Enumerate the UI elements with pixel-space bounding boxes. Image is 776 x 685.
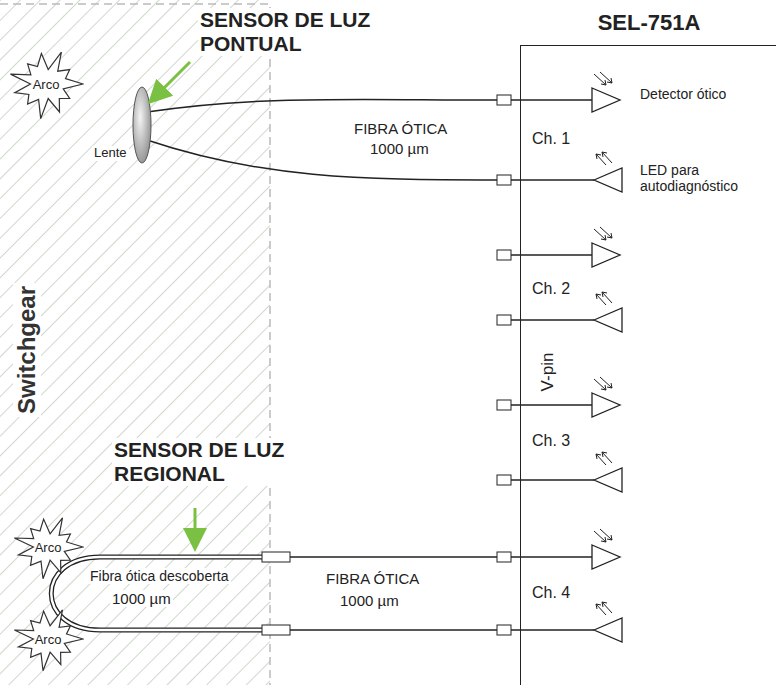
switchgear-border: [0, 4, 270, 685]
lens: [133, 87, 151, 163]
light-arrows: [594, 72, 612, 85]
dimension: 1000 µm: [110, 590, 173, 607]
wire: [511, 629, 594, 631]
fiber-label: Fibra ótica descoberta: [88, 568, 231, 584]
arc-flash: Arco: [8, 48, 84, 120]
arc-label: Arco: [35, 540, 62, 555]
arc-outline: [14, 610, 83, 671]
light-arrows: [594, 227, 612, 240]
arc-label: Arco: [35, 632, 62, 647]
part-name: LED para autodiagnóstico: [640, 162, 770, 194]
wire: [511, 254, 592, 256]
wire: [511, 99, 592, 101]
wire: [511, 319, 594, 321]
wire: [511, 479, 594, 481]
port: [497, 95, 511, 105]
optical-ports: [497, 72, 622, 642]
arc-flash: Arco: [12, 514, 84, 580]
arc-label: Arco: [33, 77, 60, 92]
port: [497, 250, 511, 260]
channel-name: Ch. 1: [532, 130, 570, 148]
wire: [511, 556, 592, 558]
port: [497, 625, 511, 635]
led-symbol: [594, 468, 622, 492]
port: [497, 315, 511, 325]
region-label: Switchgear: [13, 283, 41, 417]
fiber-label: FIBRA ÓTICA: [352, 120, 449, 137]
channel-name: Ch. 3: [532, 432, 570, 450]
light-arrows: [596, 292, 612, 305]
wire: [511, 404, 592, 406]
pin-name: V-pin: [538, 353, 558, 392]
light-arrows: [596, 602, 612, 615]
light-arrows: [594, 377, 612, 390]
fiber-splice: [262, 552, 290, 562]
fiber: [147, 99, 497, 112]
fiber: [290, 557, 497, 630]
photodetector-symbol: [592, 88, 620, 112]
photodetector-symbol: [592, 243, 620, 267]
pointer-arrow: [152, 62, 190, 100]
callout-title: SENSOR DE LUZ REGIONAL: [112, 438, 346, 486]
fiber: [147, 140, 497, 180]
arc-flash: Arco: [12, 606, 84, 672]
pointer-arrow: [194, 508, 197, 546]
port: [497, 552, 511, 562]
light-arrows: [596, 452, 612, 465]
wire: [511, 179, 594, 181]
bare-fiber: [51, 557, 262, 630]
photodetector-symbol: [592, 393, 620, 417]
arc-outline: [11, 52, 84, 118]
led-symbol: [594, 618, 622, 642]
device-title: SEL-751A: [598, 10, 701, 36]
arc-outline: [14, 518, 83, 579]
channel-name: Ch. 2: [532, 280, 570, 298]
part-name: Lente: [92, 146, 129, 161]
dimension: 1000 µm: [338, 592, 401, 609]
port: [497, 400, 511, 410]
port: [497, 475, 511, 485]
part-name: Detector ótico: [640, 86, 750, 102]
photodetector-symbol: [592, 545, 620, 569]
led-symbol: [594, 308, 622, 332]
light-arrows: [596, 152, 612, 165]
channel-name: Ch. 4: [532, 584, 570, 602]
callout-title: SENSOR DE LUZ PONTUAL: [198, 8, 377, 56]
bare-fiber-core: [51, 557, 262, 630]
light-arrows: [594, 529, 612, 542]
port: [497, 175, 511, 185]
dimension: 1000 µm: [368, 140, 431, 157]
led-symbol: [594, 168, 622, 192]
fiber-label: FIBRA ÓTICA: [324, 570, 421, 587]
fiber-splice: [262, 625, 290, 635]
